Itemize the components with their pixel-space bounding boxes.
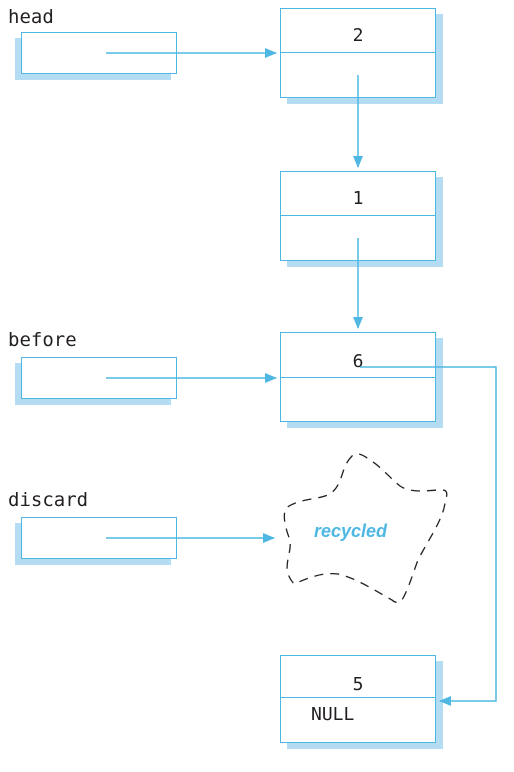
recycled-cloud bbox=[283, 453, 448, 603]
node-2-value: 2 bbox=[352, 25, 364, 46]
node-6-next-arrow bbox=[360, 366, 497, 706]
node-6: 6 bbox=[280, 332, 436, 422]
discard-label: discard bbox=[8, 489, 89, 511]
node-5-null: NULL bbox=[311, 704, 355, 725]
node-6-value: 6 bbox=[352, 351, 364, 372]
node-2: 2 bbox=[280, 8, 436, 98]
head-label: head bbox=[8, 6, 54, 28]
node-1-value: 1 bbox=[352, 188, 364, 209]
recycled-label: recycled bbox=[314, 521, 388, 541]
before-label: before bbox=[8, 329, 77, 351]
node-5-value: 5 bbox=[352, 674, 364, 695]
node-5: 5 NULL bbox=[280, 655, 436, 743]
